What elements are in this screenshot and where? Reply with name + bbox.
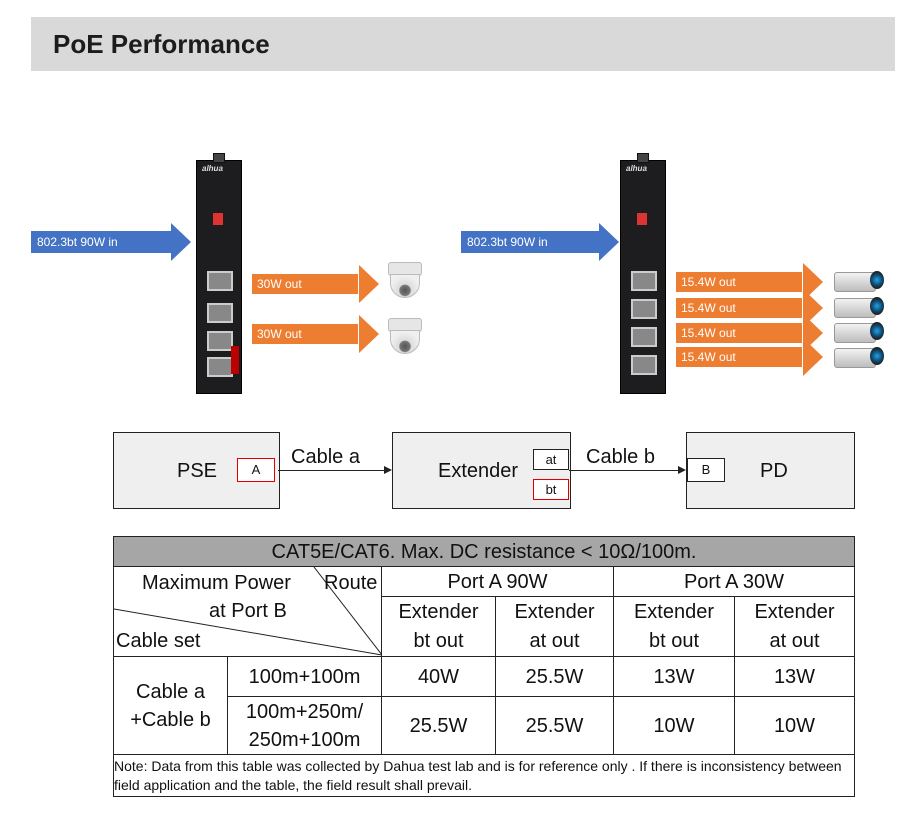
cable-group-cell: Cable a +Cable b — [113, 656, 228, 755]
port-b-box: B — [687, 458, 725, 482]
output-arrow-label: 15.4W out — [681, 275, 736, 289]
input-arrow-label: 802.3bt 90W in — [467, 235, 548, 249]
subcol-header-mode: at out — [733, 626, 856, 657]
table-row: Cable a +Cable b 100m+100m 40W 25.5W 13W… — [113, 656, 856, 755]
input-arrow-left: 802.3bt 90W in — [31, 223, 191, 261]
cable-a-line — [278, 470, 384, 471]
subcol-header-mode: bt out — [613, 626, 735, 657]
route-line: 250m+100m — [248, 728, 361, 751]
value-cell: 10W — [733, 696, 856, 755]
value-cell: 13W — [733, 656, 856, 697]
corner-cable-set-label: Cable set — [116, 630, 201, 652]
pd-box: B PD — [686, 432, 855, 509]
output-arrow-label: 15.4W out — [681, 350, 736, 364]
route-line: 100m+250m/ — [245, 700, 364, 723]
output-arrow-right-2: 15.4W out — [675, 289, 823, 327]
cable-a-arrowhead — [384, 466, 392, 474]
output-arrow-label: 30W out — [257, 277, 302, 291]
port-a-box: A — [237, 458, 275, 482]
poe-performance-table: CAT5E/CAT6. Max. DC resistance < 10Ω/100… — [112, 536, 856, 797]
value-cell: 40W — [381, 656, 496, 697]
output-arrow-right-4: 15.4W out — [675, 338, 823, 376]
switch-device-left: alhua — [196, 153, 242, 394]
route-cell: 100m+100m — [227, 656, 382, 697]
dome-camera-icon — [384, 318, 424, 358]
pse-box: PSE A — [113, 432, 280, 509]
extender-label: Extender — [438, 460, 519, 482]
table-corner-cell: Maximum Power Route at Port B Cable set — [113, 566, 382, 657]
bullet-camera-icon — [834, 296, 884, 318]
table-row: 100m+250m/ 250m+100m 25.5W 25.5W 10W 10W — [114, 696, 856, 755]
output-arrow-left-2: 30W out — [251, 315, 379, 353]
subcol-header-mode: bt out — [381, 626, 496, 657]
value-cell: 25.5W — [495, 696, 614, 755]
corner-port-b-label: at Port B — [209, 600, 287, 622]
bullet-camera-icon — [834, 346, 884, 368]
subcol-header: Extender — [613, 596, 735, 627]
cable-b-arrowhead — [678, 466, 686, 474]
bullet-camera-icon — [834, 321, 884, 343]
pd-label: PD — [760, 460, 788, 482]
output-arrow-label: 30W out — [257, 327, 302, 341]
switch-device-right: alhua — [620, 153, 666, 394]
cable-b-label: Cable b — [586, 446, 655, 468]
value-cell: 25.5W — [495, 656, 614, 697]
output-arrow-right-3: 15.4W out — [675, 314, 823, 352]
group-header-30w: Port A 30W — [612, 566, 856, 597]
corner-power-label: Maximum Power — [142, 572, 291, 594]
route-cell: 100m+250m/ 250m+100m — [227, 696, 382, 755]
input-arrow-right: 802.3bt 90W in — [461, 223, 619, 261]
cable-group-line: +Cable b — [130, 708, 211, 731]
pse-label: PSE — [177, 460, 218, 482]
brand-logo: alhua — [626, 164, 647, 173]
subcol-header: Extender — [733, 596, 856, 627]
subcol-header-mode: at out — [495, 626, 614, 657]
cable-b-line — [569, 470, 678, 471]
subcol-header: Extender — [495, 596, 614, 627]
value-cell: 13W — [613, 656, 735, 697]
output-arrow-label: 15.4W out — [681, 326, 736, 340]
bt-mode-box: bt — [533, 479, 569, 500]
table-caption: CAT5E/CAT6. Max. DC resistance < 10Ω/100… — [112, 536, 856, 567]
diagonal-lines — [114, 567, 382, 656]
page-title: PoE Performance — [53, 29, 270, 59]
cable-group-line: Cable a — [136, 680, 205, 703]
bullet-camera-icon — [834, 270, 884, 292]
value-cell: 25.5W — [381, 696, 496, 755]
table-note: Note: Data from this table was collected… — [112, 754, 856, 797]
output-arrow-label: 15.4W out — [681, 301, 736, 315]
input-arrow-label: 802.3bt 90W in — [37, 235, 118, 249]
extender-box: Extender at bt — [392, 432, 571, 509]
subcol-header: Extender — [381, 596, 496, 627]
group-header-90w: Port A 90W — [381, 566, 614, 597]
dome-camera-icon — [384, 262, 424, 302]
output-arrow-right-1: 15.4W out — [675, 263, 823, 301]
title-bar: PoE Performance — [31, 17, 895, 71]
value-cell: 10W — [613, 696, 735, 755]
at-mode-box: at — [533, 449, 569, 470]
corner-route-label: Route — [324, 572, 378, 594]
output-arrow-left-1: 30W out — [251, 265, 379, 303]
brand-logo: alhua — [202, 164, 223, 173]
cable-a-label: Cable a — [291, 446, 360, 468]
